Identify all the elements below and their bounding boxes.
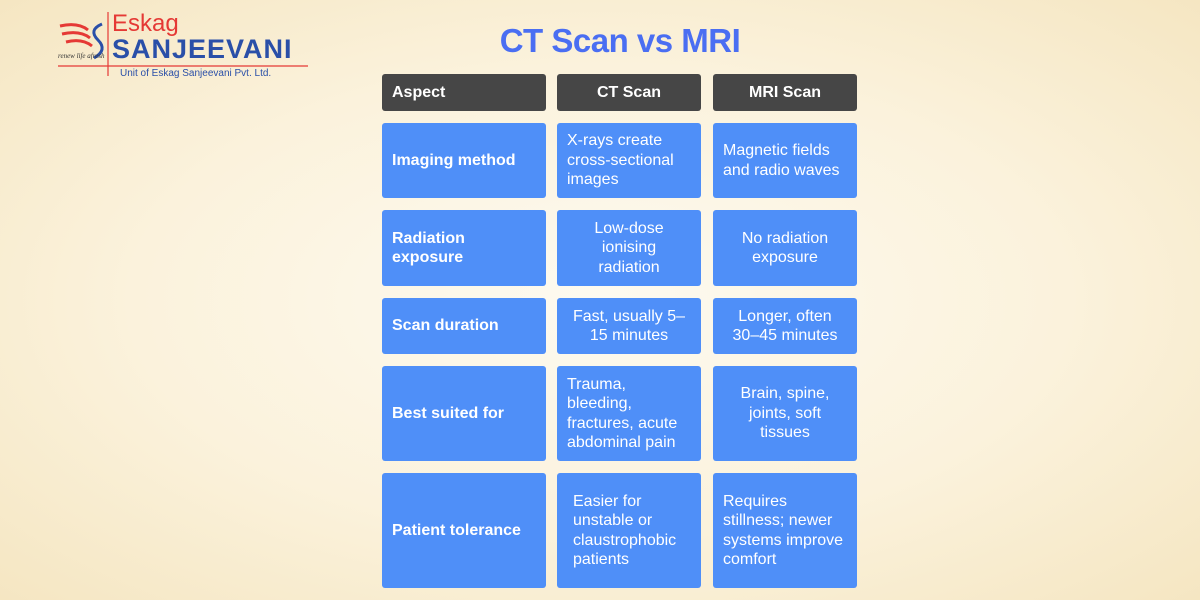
- row-ct: Low-dose ionising radiation: [557, 210, 701, 286]
- row-aspect: Patient tolerance: [382, 473, 546, 588]
- logo: Eskag SANJEEVANI renew life afresh Unit …: [58, 10, 308, 80]
- row-mri: No radiation exposure: [713, 210, 857, 286]
- row-mri: Magnetic fields and radio waves: [713, 123, 857, 198]
- row-ct: Easier for unstable or claustrophobic pa…: [557, 473, 701, 588]
- row-ct: Fast, usually 5–15 minutes: [557, 298, 701, 354]
- row-aspect: Imaging method: [382, 123, 546, 198]
- row-aspect: Radiation exposure: [382, 210, 546, 286]
- header-mri: MRI Scan: [713, 74, 857, 111]
- row-ct: Trauma, bleeding, fractures, acute abdom…: [557, 366, 701, 461]
- row-aspect: Best suited for: [382, 366, 546, 461]
- logo-brand-top: Eskag: [112, 10, 179, 37]
- row-mri: Longer, often 30–45 minutes: [713, 298, 857, 354]
- header-ct: CT Scan: [557, 74, 701, 111]
- row-aspect: Scan duration: [382, 298, 546, 354]
- logo-subtitle: Unit of Eskag Sanjeevani Pvt. Ltd.: [120, 68, 272, 79]
- row-ct: X-rays create cross-sectional images: [557, 123, 701, 198]
- logo-emblem: [58, 12, 308, 76]
- logo-brand-main: SANJEEVANI: [112, 34, 293, 64]
- header-aspect: Aspect: [382, 74, 546, 111]
- logo-tagline: renew life afresh: [58, 52, 105, 60]
- row-mri: Requires stillness; newer systems improv…: [713, 473, 857, 588]
- row-mri: Brain, spine, joints, soft tissues: [713, 366, 857, 461]
- page-title: CT Scan vs MRI: [499, 22, 741, 59]
